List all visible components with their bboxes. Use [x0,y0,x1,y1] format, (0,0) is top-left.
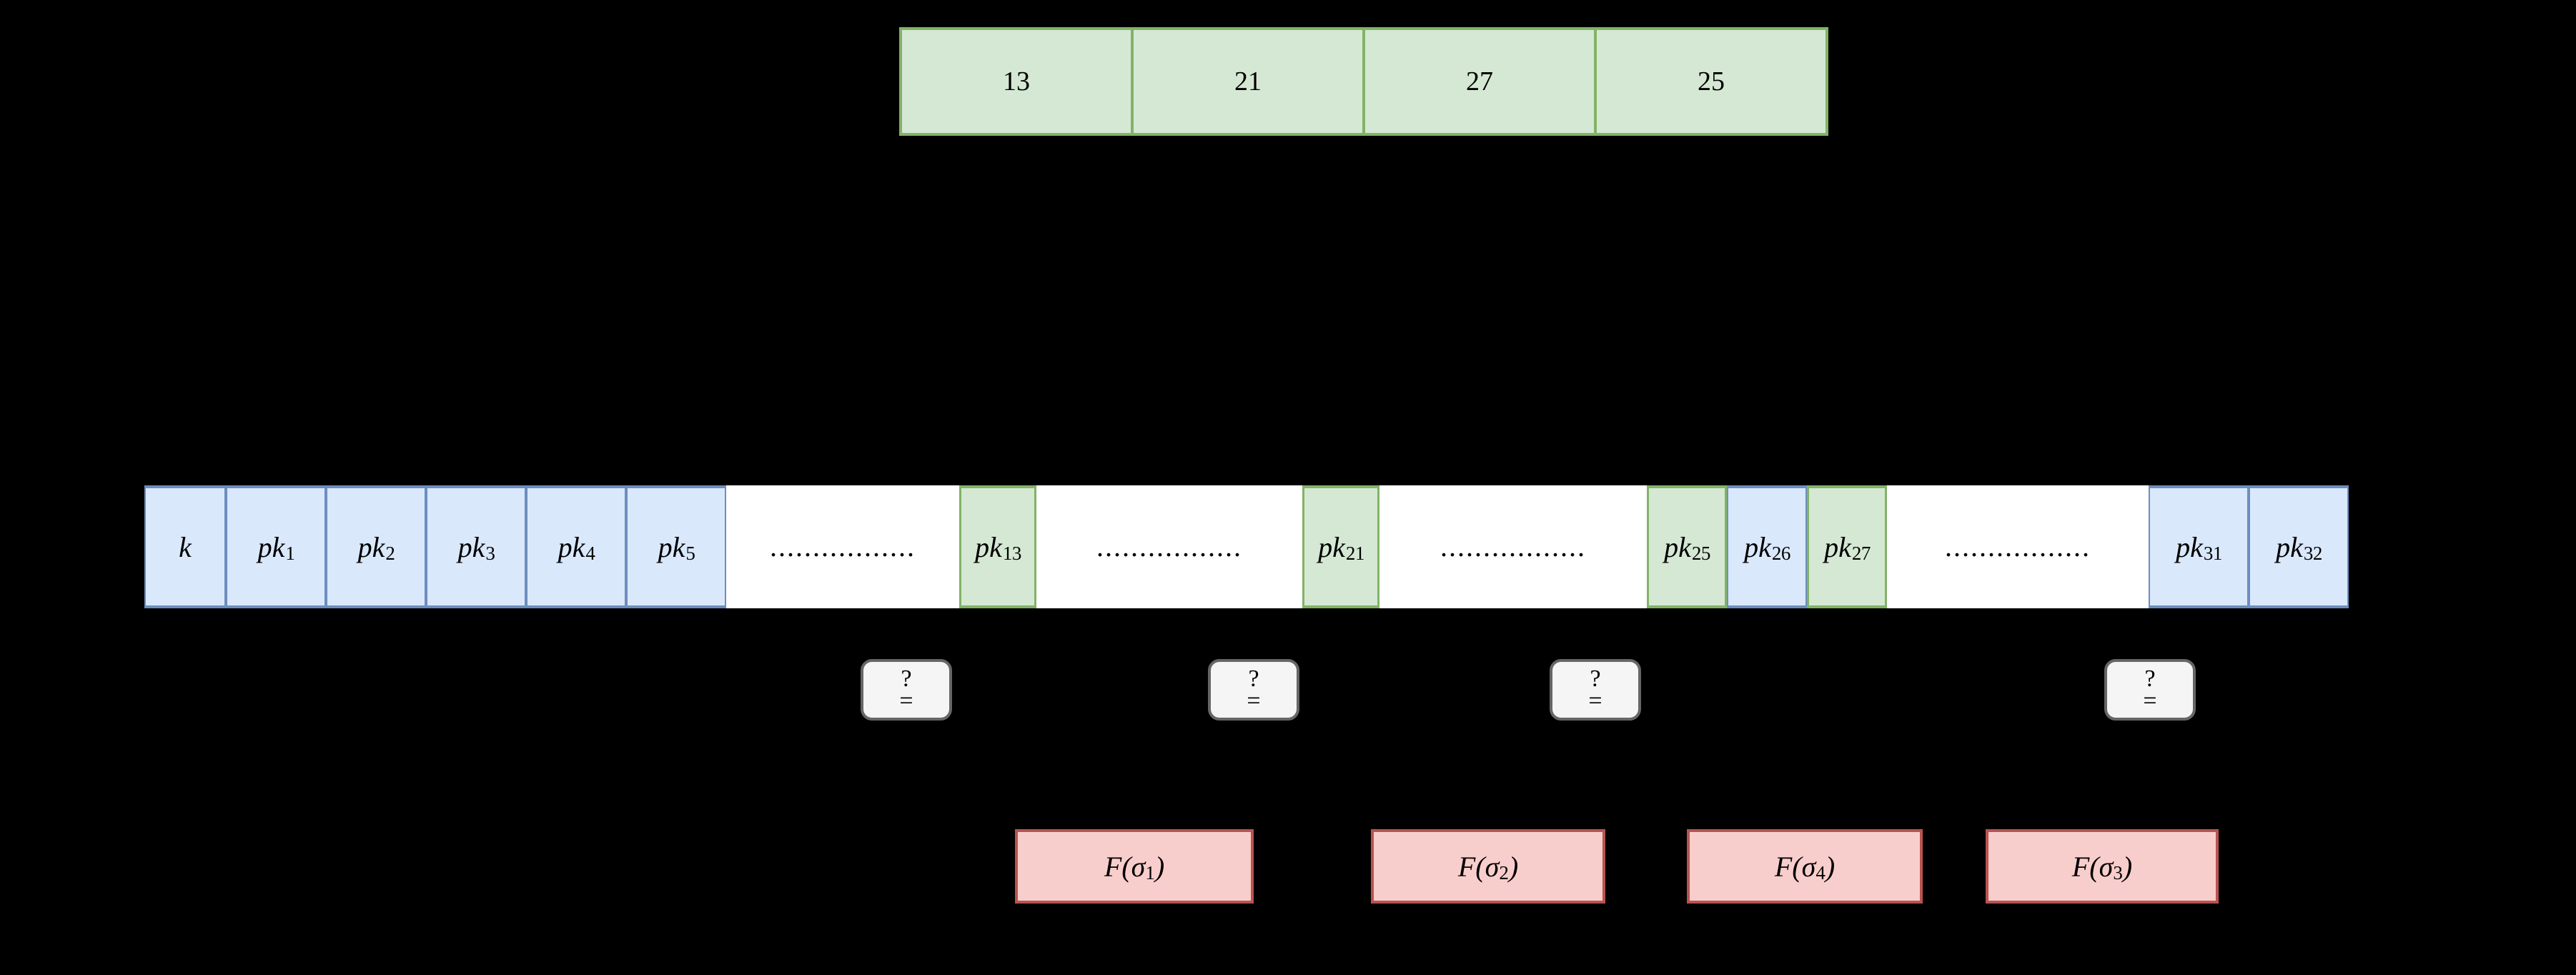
sigma-subscript: 4 [1815,861,1826,884]
sigma-subscript: 1 [1145,861,1155,884]
index-cell[interactable]: 27 [1365,30,1597,133]
sigma-symbol: σ [1485,850,1500,883]
index-cell[interactable]: 21 [1134,30,1365,133]
pk-cell-label: k [179,530,192,563]
pk-cell-subscript: 1 [285,542,295,564]
question-mark-icon: ? [1248,665,1259,692]
ellipsis-dots: ................. [1440,530,1586,563]
pk-cell-subscript: 21 [1345,542,1365,564]
ellipsis-dots: ................. [1945,530,2091,563]
pk-cell-label: pk [1664,530,1691,563]
equals-sign-icon: = [899,687,913,714]
paren-open: ( [2089,850,2099,883]
pk-cell-label: pk [975,530,1002,563]
ellipsis-cell: ................. [1887,485,2149,608]
equals-sign-icon: = [2143,687,2157,714]
sigma-subscript: 3 [2113,861,2123,884]
ellipsis-cell: ................. [1379,485,1647,608]
paren-open: ( [1121,850,1131,883]
equals-sign-icon: = [1588,687,1602,714]
index-cell[interactable]: 25 [1597,30,1826,133]
ellipsis-cell: ................. [1036,485,1302,608]
paren-open: ( [1792,850,1802,883]
key-cell-k[interactable]: k [144,485,226,608]
sigma-subscript: 2 [1499,861,1509,884]
sigma-symbol: σ [1801,850,1816,883]
question-mark-icon: ? [901,665,912,692]
equality-check-box[interactable]: ?= [1208,659,1299,721]
paren-close: ) [1825,850,1836,883]
pk-cell-subscript: 2 [385,542,395,564]
pk-cell-subscript: 5 [685,542,695,564]
signature-fn-name: F [1457,850,1476,883]
pk-cell-subscript: 13 [1002,542,1022,564]
signature-fn-name: F [1104,850,1122,883]
pk-cell-subscript: 4 [585,542,595,564]
index-cell[interactable]: 13 [902,30,1134,133]
pk-cell-label: pk [1824,530,1851,563]
pk-cell-subscript: 32 [2303,542,2323,564]
ellipsis-dots: ................. [770,530,916,563]
pk-cell-label: pk [257,530,285,563]
ellipsis-cell: ................. [726,485,959,608]
pk-cell-label: pk [2176,530,2203,563]
question-mark-icon: ? [1590,665,1601,692]
pk-cell-subscript: 27 [1851,542,1871,564]
equality-check-box[interactable]: ?= [2104,659,2196,721]
paren-close: ) [2122,850,2133,883]
signature-fn-name: F [2071,850,2090,883]
signature-fn-name: F [1774,850,1793,883]
pk-cell-label: pk [357,530,385,563]
pk-cell-subscript: 3 [485,542,495,564]
paren-open: ( [1475,850,1485,883]
paren-close: ) [1508,850,1519,883]
paren-close: ) [1154,850,1165,883]
equality-check-box[interactable]: ?= [1550,659,1641,721]
pk-cell-label: pk [457,530,485,563]
question-mark-icon: ? [2144,665,2156,692]
sigma-symbol: σ [2099,850,2114,883]
pk-cell-label: pk [658,530,685,563]
equality-check-box[interactable]: ?= [861,659,952,721]
ellipsis-dots: ................. [1096,530,1242,563]
pk-cell-label: pk [558,530,585,563]
pk-cell-subscript: 26 [1771,542,1791,564]
sigma-symbol: σ [1131,850,1146,883]
pk-cell-label: pk [1318,530,1345,563]
pk-cell-subscript: 25 [1691,542,1711,564]
equals-sign-icon: = [1247,687,1261,714]
pk-cell-subscript: 31 [2203,542,2223,564]
pk-cell-label: pk [1744,530,1771,563]
pk-cell-label: pk [2276,530,2303,563]
